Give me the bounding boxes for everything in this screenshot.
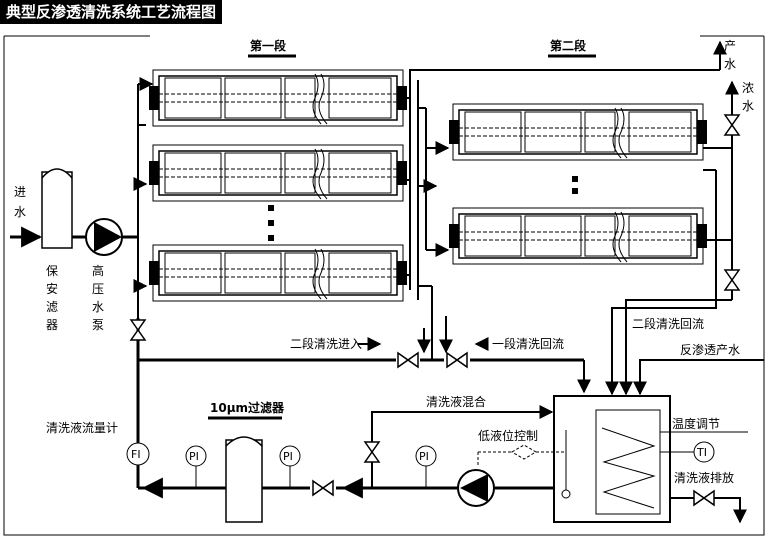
drain-valve-icon[interactable] [693, 490, 715, 506]
stage2-inlet-valve-icon[interactable] [397, 352, 419, 368]
low-level-label: 低液位控制 [478, 428, 538, 443]
stage1-label: 第一段 [250, 38, 287, 53]
stage2-vessel-1 [448, 103, 708, 161]
product-water-label-2: 水 [724, 57, 736, 71]
inlet-label-2: 水 [14, 205, 26, 219]
concentrate-label-1: 浓 [742, 81, 754, 95]
flow-meter-label: 清洗液流量计 [46, 420, 118, 435]
pi-instrument-1: PI [185, 445, 207, 488]
security-filter [41, 168, 73, 249]
stage2-return-label: 二段清洗回流 [632, 316, 704, 331]
pump-label-2: 压 [92, 282, 104, 296]
pump-label-1: 高 [92, 263, 104, 278]
stage2-vessel-2 [448, 207, 708, 265]
stage1-vessel-3 [148, 244, 408, 302]
stage1-clean-return-label: 一段清洗回流 [492, 336, 564, 351]
product-water-label-1: 产 [724, 39, 736, 53]
feed-valve-icon[interactable] [130, 319, 146, 341]
concentrate-label-2: 水 [742, 99, 754, 113]
mix-valve-icon[interactable] [364, 441, 380, 463]
pi-label-3: PI [419, 450, 429, 463]
pump-label-4: 泵 [92, 318, 104, 332]
temp-control-label: 温度调节 [672, 416, 720, 431]
pi-instrument-2: PI [279, 445, 301, 488]
inlet-label-1: 进 [14, 185, 26, 199]
filter-label-1: 保 [46, 264, 58, 278]
filter-10um-label: 10μm过滤器 [210, 400, 285, 415]
ro-permeate-label: 反渗透产水 [680, 342, 740, 357]
pi-label-1: PI [189, 450, 199, 463]
drain-label: 清洗液排放 [674, 470, 734, 485]
circulation-pump-icon [457, 469, 495, 507]
filter-label-3: 滤 [46, 300, 58, 314]
pi-label-2: PI [283, 450, 293, 463]
pi-instrument-3: PI [415, 445, 437, 488]
diagram-title: 典型反渗透清洗系统工艺流程图 [0, 0, 223, 24]
stage1-more-dots [268, 205, 274, 241]
stage2-more-dots [572, 176, 578, 194]
stage2-drain-valve-icon[interactable] [724, 269, 740, 291]
stage2-label: 第二段 [550, 38, 587, 53]
cartridge-filter [225, 436, 263, 523]
high-pressure-pump-icon [85, 218, 123, 256]
filter-label-2: 安 [46, 281, 58, 296]
stage1-vessel-2 [148, 144, 408, 202]
filter-outlet-valve-icon[interactable] [312, 480, 334, 496]
concentrate-valve-icon[interactable] [724, 114, 740, 136]
filter-label-4: 器 [46, 318, 58, 332]
ti-label: TI [696, 446, 707, 459]
ti-instrument: TI [693, 441, 715, 463]
fi-label: FI [131, 448, 141, 461]
stage2-clean-in-label: 二段清洗进入 [290, 336, 362, 351]
cleaning-tank [553, 395, 671, 523]
fi-instrument: FI [126, 442, 150, 488]
clean-mix-label: 清洗液混合 [426, 394, 486, 409]
system-boundary-line [3, 35, 765, 536]
stage1-return-valve-icon[interactable] [446, 352, 468, 368]
stage1-vessel-1 [148, 69, 408, 127]
pump-label-3: 水 [92, 300, 104, 314]
